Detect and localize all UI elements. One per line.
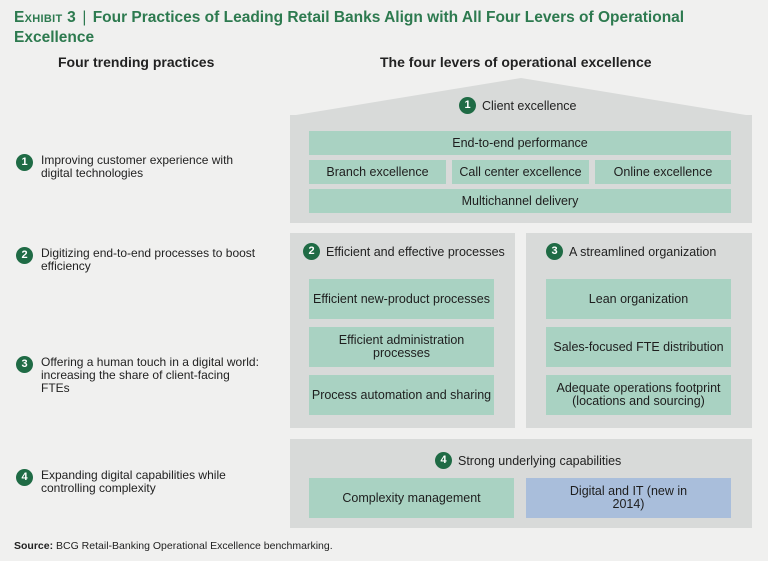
practice-text: Improving customer experience with digit… [41,153,234,180]
practice-2: 2 Digitizing end-to-end processes to boo… [16,247,261,273]
end-to-end-performance-box: End-to-end performance [309,131,731,155]
source-text: BCG Retail-Banking Operational Excellenc… [56,540,333,552]
exhibit-number: Exhibit 3 [14,9,77,26]
exhibit-title: Exhibit 3 | Four Practices of Leading Re… [14,8,754,48]
complexity-management-box: Complexity management [309,478,514,518]
number-badge: 4 [16,469,33,486]
number-badge: 1 [16,154,33,171]
process-item: Efficient new-product processes [309,279,494,319]
number-badge: 1 [459,97,476,114]
house-roof [290,78,752,116]
organization-item: Sales-focused FTE distribution [546,327,731,367]
multichannel-delivery-box: Multichannel delivery [309,189,731,213]
levers-header: The four levers of operational excellenc… [380,54,652,70]
processes-title: 2 Efficient and effective processes [303,243,505,260]
number-badge: 3 [16,356,33,373]
call-center-excellence-box: Call center excellence [452,160,589,184]
number-badge: 4 [435,452,452,469]
source-note: Source: BCG Retail-Banking Operational E… [14,540,333,552]
title-separator: | [82,9,87,26]
source-label: Source: [14,540,54,552]
organization-item: Lean organization [546,279,731,319]
process-item: Process automation and sharing [309,375,494,415]
practice-text: Digitizing end-to-end processes to boost… [41,246,256,273]
practice-4: 4 Expanding digital capabilities while c… [16,469,261,495]
panel-title-text: A streamlined organization [569,244,717,259]
practice-1: 1 Improving customer experience with dig… [16,154,261,180]
number-badge: 2 [303,243,320,260]
panel-title-text: Efficient and effective processes [326,244,505,259]
practices-header: Four trending practices [58,54,215,70]
process-item: Efficient administration processes [309,327,494,367]
number-badge: 3 [546,243,563,260]
practice-text: Offering a human touch in a digital worl… [41,355,259,395]
organization-title: 3 A streamlined organization [546,243,716,260]
practice-text: Expanding digital capabilities while con… [41,468,226,495]
capabilities-title: 4 Strong underlying capabilities [435,452,621,469]
panel-title-text: Client excellence [482,98,577,113]
number-badge: 2 [16,247,33,264]
organization-item: Adequate operations footprint (locations… [546,375,731,415]
title-text: Four Practices of Leading Retail Banks A… [14,9,685,46]
online-excellence-box: Online excellence [595,160,731,184]
practice-3: 3 Offering a human touch in a digital wo… [16,356,261,395]
client-excellence-title: 1 Client excellence [459,97,577,114]
digital-it-box: Digital and IT (new in 2014) [526,478,731,518]
panel-title-text: Strong underlying capabilities [458,453,622,468]
branch-excellence-box: Branch excellence [309,160,446,184]
